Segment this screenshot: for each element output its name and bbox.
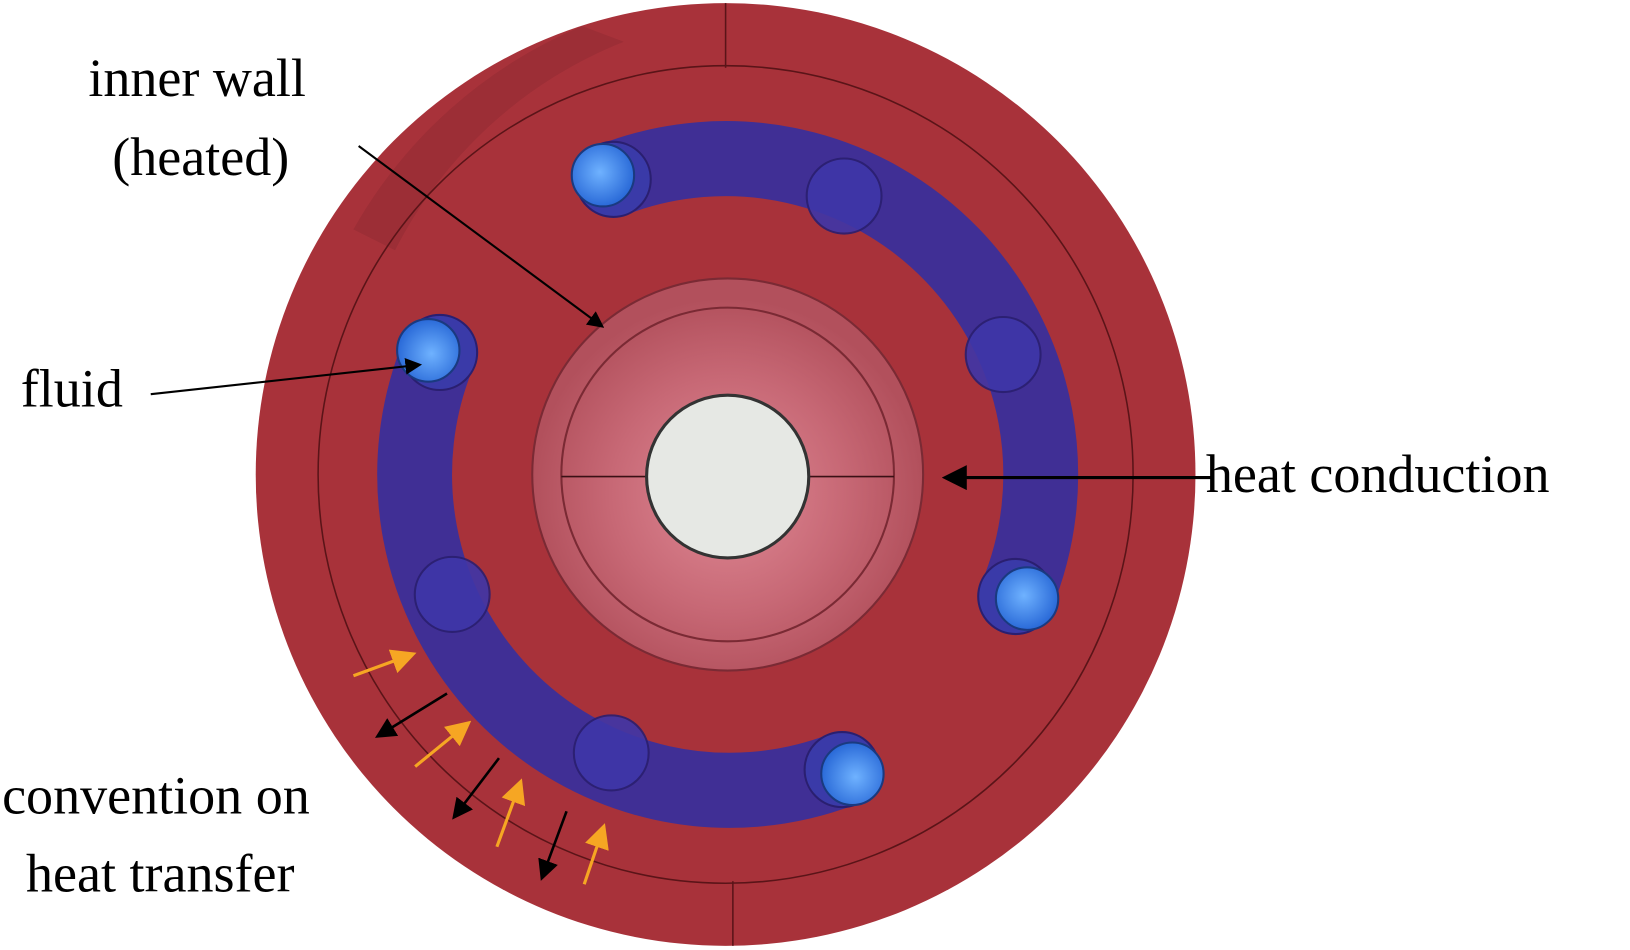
fluid-channels: [397, 121, 1079, 807]
fluid-leader: [150, 358, 423, 396]
heat-conduction-label: heat conduction: [1206, 444, 1550, 504]
center-hole: [645, 393, 811, 560]
convection-label: convention on: [2, 765, 310, 825]
inner-wall-label: inner wall: [88, 48, 306, 108]
inner-wall-sublabel: (heated): [112, 127, 289, 187]
convection-arrows: [352, 649, 609, 885]
inner-wall-leader: [358, 145, 605, 328]
fluid-label: fluid: [21, 359, 123, 419]
convection-sublabel: heat transfer: [26, 844, 295, 904]
